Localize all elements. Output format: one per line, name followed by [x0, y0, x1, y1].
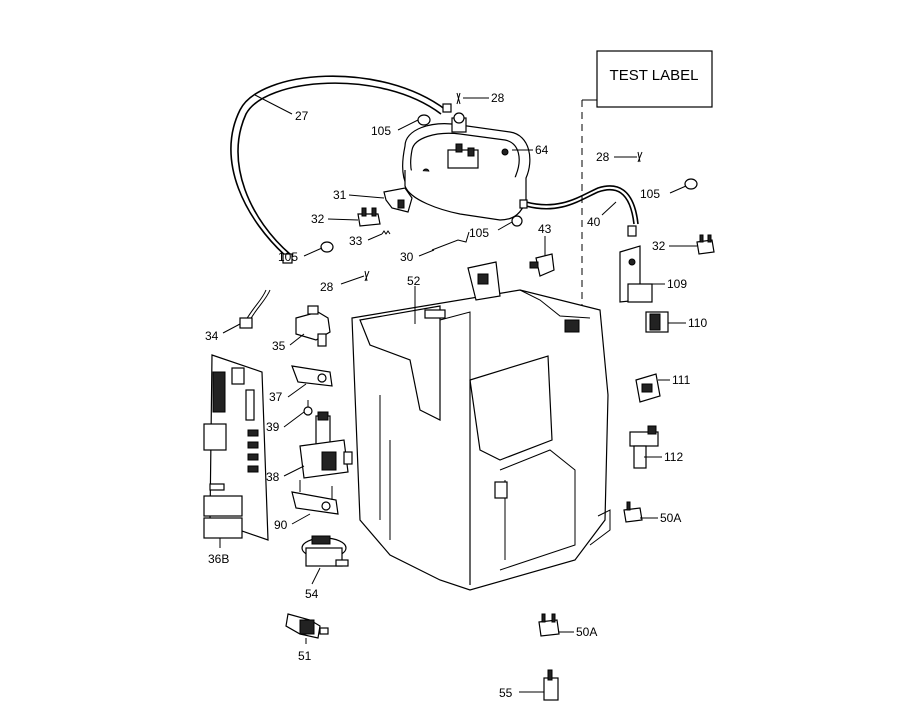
callout-111: 111: [672, 373, 691, 387]
part-111-valve: [635, 373, 661, 403]
callout-36b: 36B: [208, 552, 229, 566]
callout-27: 27: [295, 109, 309, 123]
part-105-oring-b: [684, 178, 698, 190]
part-37-bracket: [291, 365, 333, 387]
part-28-clip-b: [637, 151, 643, 163]
callout-28-a: 28: [491, 91, 505, 105]
leader-lines: [219, 94, 697, 693]
part-55-switch: [543, 669, 559, 701]
part-54-flowmeter: [301, 535, 349, 567]
callout-labels: 27 28 105 64 28 105 31 32 33 105 105 40 …: [205, 91, 707, 700]
part-90-bracket: [291, 480, 339, 515]
callout-105-c: 105: [278, 250, 298, 264]
part-30-rod: [431, 231, 470, 251]
callout-105-a: 105: [371, 124, 391, 138]
part-110-coil: [645, 311, 669, 333]
part-105-oring-a: [417, 114, 431, 126]
callout-105-b: 105: [640, 187, 660, 201]
callout-54: 54: [305, 587, 319, 601]
callout-28-c: 28: [320, 280, 334, 294]
part-32-clip-a: [357, 207, 381, 227]
part-32-clip-b: [696, 234, 715, 255]
callout-90: 90: [274, 518, 288, 532]
callout-50a-a: 50A: [660, 511, 681, 525]
callout-32-b: 32: [652, 239, 666, 253]
part-36b-circuit-board: [203, 354, 269, 541]
part-38-pump: [299, 411, 353, 479]
part-27-tube: [230, 75, 452, 264]
callout-39: 39: [266, 420, 280, 434]
part-50a-switch-b: [538, 613, 560, 637]
callout-31: 31: [333, 188, 347, 202]
part-28-clip-a: [456, 92, 461, 105]
callout-51: 51: [298, 649, 312, 663]
callout-40: 40: [587, 215, 601, 229]
callout-64: 64: [535, 143, 549, 157]
callout-112: 112: [664, 450, 683, 464]
callout-50a-b: 50A: [576, 625, 597, 639]
callout-34: 34: [205, 329, 219, 343]
part-105-oring-d: [511, 215, 523, 227]
test-label-text: TEST LABEL: [610, 67, 699, 84]
callout-109: 109: [667, 277, 687, 291]
part-34-wire: [239, 289, 271, 329]
part-112-valve: [629, 425, 659, 469]
callout-30: 30: [400, 250, 414, 264]
part-31-bracket: [383, 187, 413, 213]
part-52-main-frame: [351, 261, 611, 591]
callout-55: 55: [499, 686, 513, 700]
part-39-fuse: [303, 400, 313, 416]
part-28-clip-c: [364, 270, 370, 282]
callout-43: 43: [538, 222, 552, 236]
callout-37: 37: [269, 390, 283, 404]
part-35-fitting: [295, 305, 331, 347]
callout-32-a: 32: [311, 212, 325, 226]
callout-28-b: 28: [596, 150, 610, 164]
part-33-spring: [381, 230, 391, 235]
callout-35: 35: [272, 339, 286, 353]
callout-33: 33: [349, 234, 363, 248]
test-label: TEST LABEL: [581, 50, 713, 310]
part-64-boiler-cover: [402, 112, 531, 221]
part-51-valve: [285, 613, 329, 639]
part-40-tube: [519, 185, 639, 225]
part-109-valve: [619, 225, 653, 303]
callout-105-d: 105: [469, 226, 489, 240]
callout-38: 38: [266, 470, 280, 484]
part-43-connector: [529, 253, 555, 277]
callout-110: 110: [688, 316, 707, 330]
part-50a-switch-a: [623, 501, 643, 523]
part-105-oring-c: [320, 241, 334, 253]
callout-52: 52: [407, 274, 421, 288]
